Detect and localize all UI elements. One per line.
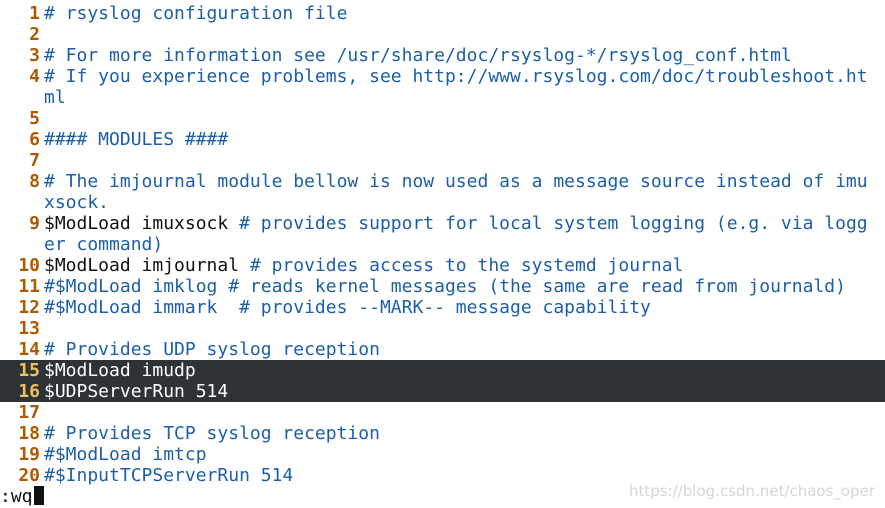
directive-text: $UDPServerRun 514 [44, 381, 229, 402]
code-line[interactable]: 8# The imjournal module bellow is now us… [0, 171, 885, 192]
line-text: $UDPServerRun 514 [44, 381, 228, 402]
line-text: # Provides TCP syslog reception [44, 423, 380, 444]
line-number: 6 [29, 129, 40, 150]
line-number: 15 [18, 360, 40, 381]
code-line[interactable]: 18# Provides TCP syslog reception [0, 423, 885, 444]
code-line[interactable]: er command) [0, 234, 885, 255]
line-text: # rsyslog configuration file [44, 3, 347, 24]
line-number: 2 [29, 24, 40, 45]
line-text: xsock. [44, 192, 109, 213]
line-text: er command) [44, 234, 163, 255]
code-line[interactable]: 6#### MODULES #### [0, 129, 885, 150]
code-line[interactable]: 12#$ModLoad immark # provides --MARK-- m… [0, 297, 885, 318]
directive-text: $ModLoad imuxsock [44, 213, 240, 234]
command-line[interactable]: :wq [0, 486, 44, 507]
line-number: 11 [18, 276, 40, 297]
comment-text: er command) [44, 234, 164, 255]
line-number: 9 [29, 213, 40, 234]
comment-text: # provides support for local system logg… [239, 213, 868, 234]
line-number: 13 [18, 318, 40, 339]
line-number: 10 [18, 255, 40, 276]
line-text: $ModLoad imudp [44, 360, 196, 381]
directive-text: $ModLoad imjournal [44, 255, 250, 276]
comment-text: # For more information see /usr/share/do… [44, 45, 792, 66]
line-number: 17 [18, 402, 40, 423]
line-text: #### MODULES #### [44, 129, 228, 150]
code-line[interactable]: 7 [0, 150, 885, 171]
code-line[interactable]: 4# If you experience problems, see http:… [0, 66, 885, 87]
code-line[interactable]: 3# For more information see /usr/share/d… [0, 45, 885, 66]
line-number: 3 [29, 45, 40, 66]
code-line[interactable]: 10$ModLoad imjournal # provides access t… [0, 255, 885, 276]
comment-text: # If you experience problems, see http:/… [44, 66, 868, 87]
code-line[interactable]: 1# rsyslog configuration file [0, 3, 885, 24]
line-text: #$ModLoad imklog # reads kernel messages… [44, 276, 846, 297]
line-number: 12 [18, 297, 40, 318]
line-number: 20 [18, 465, 40, 486]
directive-text: $ModLoad imudp [44, 360, 196, 381]
code-line[interactable]: 14# Provides UDP syslog reception [0, 339, 885, 360]
comment-text: #$InputTCPServerRun 514 [44, 465, 294, 486]
line-number: 19 [18, 444, 40, 465]
line-text: ml [44, 87, 66, 108]
code-line[interactable]: 2 [0, 24, 885, 45]
line-number: 14 [18, 339, 40, 360]
code-line[interactable]: xsock. [0, 192, 885, 213]
line-number: 7 [29, 150, 40, 171]
command-text: :wq [0, 486, 33, 507]
selected-line[interactable]: 15$ModLoad imudp [0, 360, 885, 381]
line-number: 8 [29, 171, 40, 192]
line-text: # Provides UDP syslog reception [44, 339, 380, 360]
comment-text: #$ModLoad imklog # reads kernel messages… [44, 276, 846, 297]
line-number: 16 [18, 381, 40, 402]
line-number: 5 [29, 108, 40, 129]
code-line[interactable]: ml [0, 87, 885, 108]
code-line[interactable]: 11#$ModLoad imklog # reads kernel messag… [0, 276, 885, 297]
code-line[interactable]: 17 [0, 402, 885, 423]
line-number: 4 [29, 66, 40, 87]
text-cursor [33, 486, 44, 505]
line-text: # If you experience problems, see http:/… [44, 66, 868, 87]
comment-text: ml [44, 87, 66, 108]
comment-text: #### MODULES #### [44, 129, 229, 150]
comment-text: #$ModLoad immark # provides --MARK-- mes… [44, 297, 651, 318]
line-number: 18 [18, 423, 40, 444]
line-number: 1 [29, 3, 40, 24]
comment-text: # Provides UDP syslog reception [44, 339, 380, 360]
selected-line[interactable]: 16$UDPServerRun 514 [0, 381, 885, 402]
code-line[interactable]: 9$ModLoad imuxsock # provides support fo… [0, 213, 885, 234]
line-text: $ModLoad imuxsock # provides support for… [44, 213, 868, 234]
comment-text: # Provides TCP syslog reception [44, 423, 380, 444]
code-line[interactable]: 13 [0, 318, 885, 339]
comment-text: xsock. [44, 192, 110, 213]
line-text: #$InputTCPServerRun 514 [44, 465, 293, 486]
line-text: # For more information see /usr/share/do… [44, 45, 792, 66]
line-text: # The imjournal module bellow is now use… [44, 171, 868, 192]
comment-text: # provides access to the systemd journal [249, 255, 684, 276]
code-line[interactable]: 19#$ModLoad imtcp [0, 444, 885, 465]
comment-text: # The imjournal module bellow is now use… [44, 171, 868, 192]
line-text: #$ModLoad imtcp [44, 444, 207, 465]
code-line[interactable]: 20#$InputTCPServerRun 514 [0, 465, 885, 486]
line-text: #$ModLoad immark # provides --MARK-- mes… [44, 297, 651, 318]
code-line[interactable]: 5 [0, 108, 885, 129]
line-text: $ModLoad imjournal # provides access to … [44, 255, 683, 276]
comment-text: #$ModLoad imtcp [44, 444, 207, 465]
comment-text: # rsyslog configuration file [44, 3, 348, 24]
watermark: https://blog.csdn.net/chaos_oper [629, 482, 875, 500]
